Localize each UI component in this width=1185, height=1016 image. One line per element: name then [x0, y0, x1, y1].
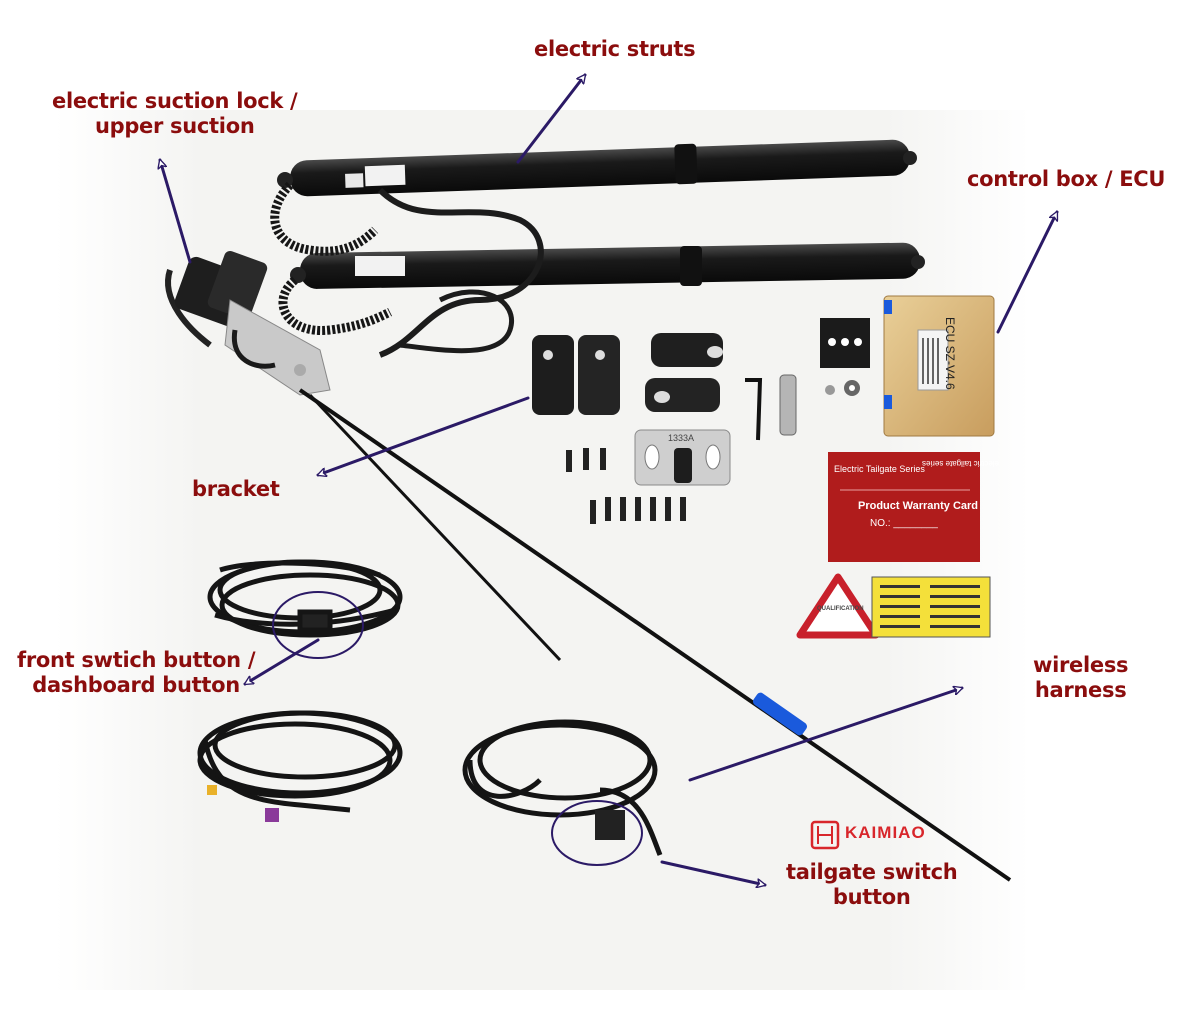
- suction-lock: [165, 250, 331, 396]
- triangle-text: QUALIFICATION: [817, 606, 864, 612]
- label-bracket: bracket: [192, 477, 280, 502]
- label-line-1: wireless: [1033, 653, 1129, 677]
- ecu-marking: ECU SZ-V4.6: [943, 317, 957, 390]
- brackets: [532, 318, 870, 524]
- label-front-switch: front swtich button / dashboard button: [17, 648, 255, 698]
- annotation-arrows: [160, 75, 1059, 885]
- label-electric-struts: electric struts: [534, 37, 696, 62]
- label-text: bracket: [192, 477, 280, 501]
- main-harness: [197, 710, 403, 822]
- electric-struts: [270, 139, 925, 358]
- label-text: electric struts: [534, 37, 696, 61]
- label-suction-lock: electric suction lock / upper suction: [52, 89, 298, 139]
- label-tailgate-switch: tailgate switch button: [786, 860, 958, 910]
- qualification-sticker: [796, 573, 880, 639]
- card-title: Product Warranty Card: [858, 500, 979, 512]
- label-line-2: button: [832, 885, 911, 909]
- bracket-code: 1333A: [668, 433, 695, 443]
- front-switch-harness: [207, 559, 403, 638]
- card-series: Electric Tailgate Series: [834, 464, 925, 474]
- front-switch-highlight: [272, 591, 364, 659]
- kaimiao-logo-icon: [810, 820, 840, 850]
- ecu-control-box: [883, 295, 995, 437]
- label-line-2: dashboard button: [32, 673, 240, 697]
- label-control-box: control box / ECU: [967, 167, 1165, 192]
- label-wireless-harness: wireless harness: [1033, 653, 1129, 703]
- brand-name: KAIMIAO: [845, 823, 926, 842]
- label-line-1: front swtich button /: [17, 648, 256, 672]
- warranty-card: [828, 452, 980, 562]
- label-text: control box / ECU: [967, 167, 1166, 191]
- card-number: NO.: ________: [870, 518, 938, 529]
- label-line-1: electric suction lock /: [52, 89, 298, 113]
- label-line-2: upper suction: [94, 114, 255, 138]
- label-line-1: tailgate switch: [786, 860, 958, 884]
- long-cables: [298, 388, 1012, 882]
- caution-label: [871, 576, 991, 638]
- card-series-mirror: electric tailgate series: [922, 459, 999, 468]
- label-line-2: harness: [1034, 678, 1127, 702]
- tailgate-switch-highlight: [551, 800, 643, 866]
